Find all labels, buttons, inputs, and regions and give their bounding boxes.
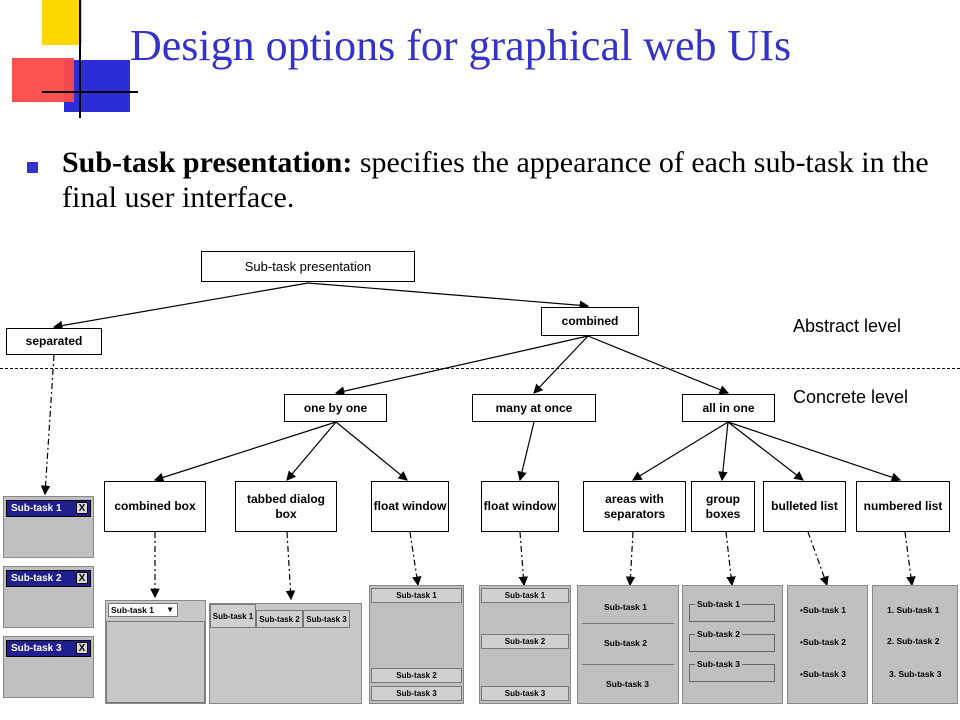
close-icon: X	[76, 572, 88, 584]
separate-window-3: Sub-task 3 X	[3, 636, 94, 698]
bullet-term: Sub-task presentation:	[62, 146, 353, 179]
bulleted-list-mockup: •Sub-task 1 •Sub-task 2 •Sub-task 3	[787, 585, 868, 704]
float-bar-3: Sub-task 3	[481, 686, 569, 701]
combo-value: Sub-task 1	[111, 605, 154, 615]
abstract-level-label: Abstract level	[793, 316, 902, 336]
close-icon: X	[76, 502, 88, 514]
node-all-in-one: all in one	[682, 394, 775, 422]
bullet-marker	[27, 162, 38, 173]
separate-window-1: Sub-task 1 X	[3, 496, 94, 558]
group-label-3: Sub-task 3	[695, 659, 742, 669]
numbered-list-mockup: 1. Sub-task 1 2. Sub-task 2 3. Sub-task …	[872, 585, 958, 704]
numbered-item-2: 2. Sub-task 2	[887, 636, 940, 646]
concrete-level-label: Concrete level	[793, 387, 909, 407]
separator	[582, 664, 674, 665]
combo-field: Sub-task 1 ▾	[108, 603, 178, 617]
area-label-3: Sub-task 3	[606, 679, 649, 689]
leaf-combined-box: combined box	[104, 481, 206, 532]
leaf-bulleted-list: bulleted list	[763, 481, 846, 532]
level-divider	[0, 368, 960, 369]
tabbed-dialog-mockup: Sub-task 1 Sub-task 2 Sub-task 3	[209, 603, 362, 704]
combo-box-mockup: Sub-task 1 ▾	[105, 600, 206, 704]
leaf-tabbed-dialog-box: tabbed dialog box	[235, 481, 337, 532]
group-boxes-mockup: Sub-task 1 Sub-task 2 Sub-task 3	[682, 585, 783, 704]
leaf-float-window-2: float window	[481, 481, 559, 532]
float-bar-1: Sub-task 1	[481, 588, 569, 603]
float-bar-1: Sub-task 1	[371, 588, 462, 603]
float-bar-2: Sub-task 2	[481, 634, 569, 649]
window-title-bar: Sub-task 3	[6, 640, 91, 657]
node-combined: combined	[541, 307, 639, 336]
numbered-item-1: 1. Sub-task 1	[887, 605, 940, 615]
bullet-item-3: •Sub-task 3	[800, 669, 846, 679]
separator	[582, 623, 674, 624]
node-one-by-one: one by one	[284, 394, 387, 422]
separate-window-2: Sub-task 2 X	[3, 566, 94, 628]
window-title: Sub-task 3	[11, 643, 62, 654]
areas-mockup: Sub-task 1 Sub-task 2 Sub-task 3	[577, 585, 679, 704]
node-sub-task-presentation: Sub-task presentation	[201, 251, 415, 282]
window-title-bar: Sub-task 2	[6, 570, 91, 587]
leaf-numbered-list: numbered list	[856, 481, 950, 532]
page-title: Design options for graphical web UIs	[130, 21, 792, 70]
float-bar-3: Sub-task 3	[371, 686, 462, 701]
group-label-1: Sub-task 1	[695, 599, 742, 609]
leaf-areas-with-separators: areas with separators	[583, 481, 686, 532]
tab-sub-task-1: Sub-task 1	[210, 604, 256, 628]
logo-squares	[12, 0, 138, 118]
window-title: Sub-task 1	[11, 503, 62, 514]
node-many-at-once: many at once	[472, 394, 596, 422]
leaf-float-window-1: float window	[371, 481, 449, 532]
leaf-group-boxes: group boxes	[691, 481, 755, 532]
node-separated: separated	[6, 328, 102, 355]
float-window-mockup-2: Sub-task 1 Sub-task 2 Sub-task 3	[479, 585, 571, 704]
area-label-1: Sub-task 1	[604, 602, 647, 612]
bullet-item-2: •Sub-task 2	[800, 637, 846, 647]
bullet-description: specifies the appearance of each sub-tas…	[62, 146, 929, 214]
numbered-item-3: 3. Sub-task 3	[889, 669, 942, 679]
close-icon: X	[76, 642, 88, 654]
window-title: Sub-task 2	[11, 573, 62, 584]
bullet-item-1: •Sub-task 1	[800, 605, 846, 615]
tab-sub-task-3: Sub-task 3	[303, 610, 350, 628]
bullet-text: Sub-task presentation: specifies the app…	[62, 145, 932, 215]
area-label-2: Sub-task 2	[604, 638, 647, 648]
float-window-mockup-1: Sub-task 1 Sub-task 2 Sub-task 3	[369, 585, 464, 704]
tab-sub-task-2: Sub-task 2	[256, 610, 303, 628]
float-bar-2: Sub-task 2	[371, 668, 462, 683]
window-title-bar: Sub-task 1	[6, 500, 91, 517]
combo-content	[106, 621, 205, 703]
chevron-down-icon: ▾	[168, 604, 173, 614]
group-label-2: Sub-task 2	[695, 629, 742, 639]
